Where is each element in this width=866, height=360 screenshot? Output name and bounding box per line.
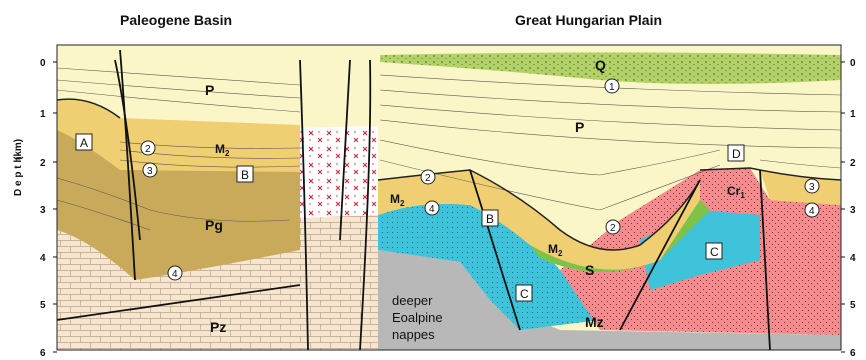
depth-axis-label: D e p t h xyxy=(13,157,24,196)
label-Pg: Pg xyxy=(205,217,223,233)
svg-text:B: B xyxy=(241,168,249,182)
svg-text:2: 2 xyxy=(425,173,431,184)
circle-4-left: 4 xyxy=(168,266,182,280)
box-A: A xyxy=(76,134,92,150)
depth-axis-right: 0 1 2 3 4 5 6 xyxy=(841,58,856,359)
svg-text:3: 3 xyxy=(809,182,815,193)
tick-right-6: 6 xyxy=(850,348,856,359)
nappes-line-2: Eoalpine xyxy=(392,310,443,325)
label-P-left: P xyxy=(205,82,214,98)
tick-left-1: 1 xyxy=(40,109,46,120)
tick-right-1: 1 xyxy=(850,109,856,120)
title-great-hungarian-plain: Great Hungarian Plain xyxy=(515,12,662,28)
tick-left-6: 6 xyxy=(40,348,46,359)
svg-text:4: 4 xyxy=(172,269,178,280)
nappes-line-3: nappes xyxy=(392,327,435,342)
circle-4-mid: 4 xyxy=(425,201,439,215)
tick-right-5: 5 xyxy=(850,300,856,311)
label-P-right: P xyxy=(575,119,584,135)
svg-text:1: 1 xyxy=(609,82,615,93)
volcanic-body xyxy=(300,126,378,218)
label-Q: Q xyxy=(595,57,606,73)
circle-2-mid: 2 xyxy=(421,170,435,184)
svg-text:A: A xyxy=(80,136,88,150)
tick-right-2: 2 xyxy=(850,158,856,169)
nappes-line-1: deeper xyxy=(392,293,433,308)
tick-left-4: 4 xyxy=(40,253,46,264)
svg-text:3: 3 xyxy=(147,166,153,177)
box-B-right: B xyxy=(482,210,498,226)
circle-2-right: 2 xyxy=(606,220,620,234)
box-C-left: C xyxy=(516,285,532,301)
circle-4-right: 4 xyxy=(805,203,819,217)
svg-text:B: B xyxy=(486,212,494,226)
svg-text:2: 2 xyxy=(610,223,616,234)
svg-text:D: D xyxy=(732,147,741,161)
depth-axis-left: 0 1 2 3 4 5 6 D e p t h (km) xyxy=(13,58,57,359)
label-S: S xyxy=(585,262,594,278)
svg-text:C: C xyxy=(520,287,529,301)
section-body xyxy=(57,45,841,350)
svg-text:C: C xyxy=(710,245,719,259)
depth-axis-unit: (km) xyxy=(13,139,24,160)
tick-left-5: 5 xyxy=(40,300,46,311)
circle-1: 1 xyxy=(605,79,619,93)
tick-left-3: 3 xyxy=(40,205,46,216)
tick-left-0: 0 xyxy=(40,58,46,69)
title-paleogene-basin: Paleogene Basin xyxy=(120,12,232,28)
circle-3-left: 3 xyxy=(143,163,157,177)
circle-3-right: 3 xyxy=(805,179,819,193)
box-D: D xyxy=(728,145,744,161)
box-B-left: B xyxy=(237,166,253,182)
tick-right-0: 0 xyxy=(850,58,856,69)
circle-2-left: 2 xyxy=(141,141,155,155)
svg-text:4: 4 xyxy=(809,206,815,217)
label-Mz: Mz xyxy=(585,314,604,330)
box-C-right: C xyxy=(706,243,722,259)
svg-text:4: 4 xyxy=(429,204,435,215)
svg-text:2: 2 xyxy=(145,144,151,155)
tick-right-3: 3 xyxy=(850,205,856,216)
tick-left-2: 2 xyxy=(40,158,46,169)
label-Pz: Pz xyxy=(210,319,226,335)
tick-right-4: 4 xyxy=(850,253,856,264)
